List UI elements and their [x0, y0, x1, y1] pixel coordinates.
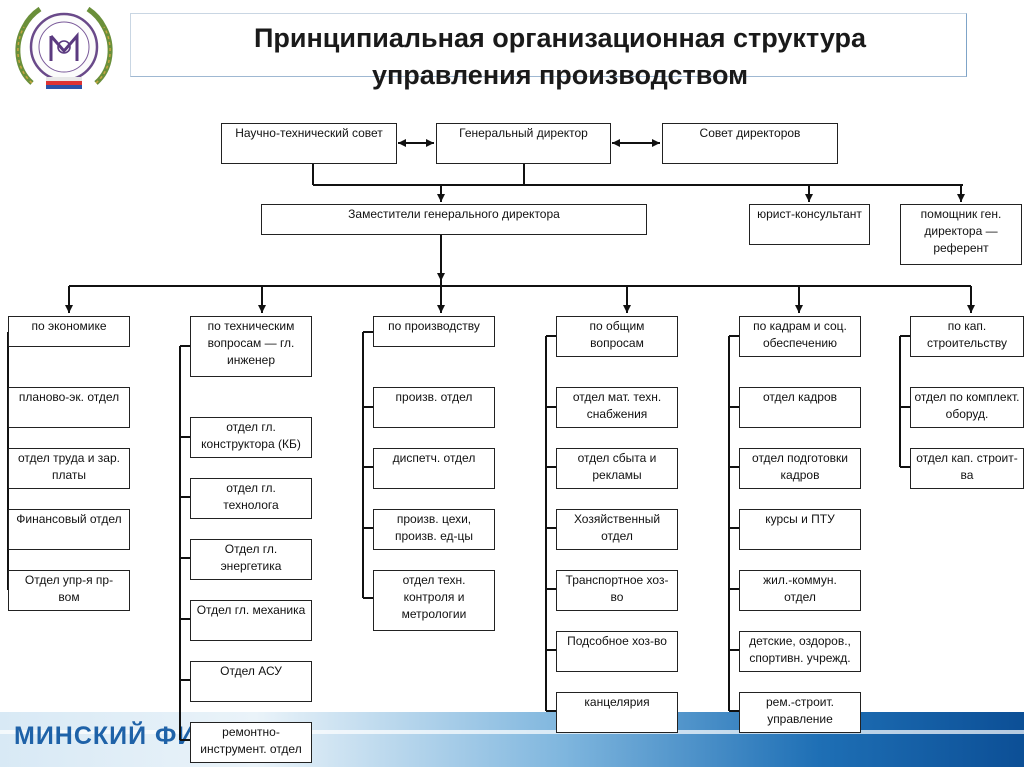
deputies-box: Заместители генерального директора [261, 204, 647, 235]
chief-technologist-dept-box: отдел гл. технолога [190, 478, 312, 519]
housing-dept-box: жил.-коммун. отдел [739, 570, 861, 611]
finance-dept-box: Финансовый отдел [8, 509, 130, 550]
material-supply-dept-box: отдел мат. техн. снабжения [556, 387, 678, 428]
equipment-dept-box: отдел по комплект. оборуд. [910, 387, 1024, 428]
chief-designer-dept-box: отдел гл. конструктора (КБ) [190, 417, 312, 458]
page-title-line-2: управления производством [371, 60, 749, 90]
general-director-box: Генеральный директор [436, 123, 611, 164]
footer-brand-text: МИНСКИЙ ФИ [14, 722, 197, 750]
page-title: Принципиальная организационная структура… [140, 20, 980, 94]
transport-dept-box: Транспортное хоз- во [556, 570, 678, 611]
auxiliary-farm-box: Подсобное хоз-во [556, 631, 678, 672]
household-dept-box: Хозяйственный отдел [556, 509, 678, 550]
scientific-council-box: Научно-технический совет [221, 123, 397, 164]
construction-head-box: по кап. строительству [910, 316, 1024, 357]
repair-construction-box: рем.-строит. управление [739, 692, 861, 733]
hr-dept-box: отдел кадров [739, 387, 861, 428]
legal-advisor-box: юрист-консультант [749, 204, 870, 245]
chief-power-engineer-dept-box: Отдел гл. энергетика [190, 539, 312, 580]
courses-ptu-box: курсы и ПТУ [739, 509, 861, 550]
economics-head-box: по экономике [8, 316, 130, 347]
sales-advertising-dept-box: отдел сбыта и рекламы [556, 448, 678, 489]
capital-construction-dept-box: отдел кап. строит- ва [910, 448, 1024, 489]
page-title-line-1: Принципиальная организационная структура [253, 23, 867, 53]
planning-economic-dept-box: планово-эк. отдел [8, 387, 130, 428]
production-head-box: по производству [373, 316, 495, 347]
technical-head-box: по техническим вопросам — гл. инженер [190, 316, 312, 377]
repair-tool-dept-box: ремонтно- инструмент. отдел [190, 722, 312, 763]
legal-management-dept-box: Отдел упр-я пр- вом [8, 570, 130, 611]
quality-control-dept-box: отдел техн. контроля и метрологии [373, 570, 495, 631]
asu-dept-box: Отдел АСУ [190, 661, 312, 702]
university-crest-emblem [15, 6, 113, 89]
labor-wages-dept-box: отдел труда и зар. платы [8, 448, 130, 489]
personnel-head-box: по кадрам и соц. обеспечению [739, 316, 861, 357]
children-sports-box: детские, оздоров., спортивн. учрежд. [739, 631, 861, 672]
board-of-directors-box: Совет директоров [662, 123, 838, 164]
training-dept-box: отдел подготовки кадров [739, 448, 861, 489]
production-shops-box: произв. цехи, произв. ед-цы [373, 509, 495, 550]
production-dept-box: произв. отдел [373, 387, 495, 428]
assistant-referent-box: помощник ген. директора — референт [900, 204, 1022, 265]
general-affairs-head-box: по общим вопросам [556, 316, 678, 357]
title-frame [130, 13, 967, 77]
chief-mechanic-dept-box: Отдел гл. механика [190, 600, 312, 641]
chancellery-box: канцелярия [556, 692, 678, 733]
dispatch-dept-box: диспетч. отдел [373, 448, 495, 489]
